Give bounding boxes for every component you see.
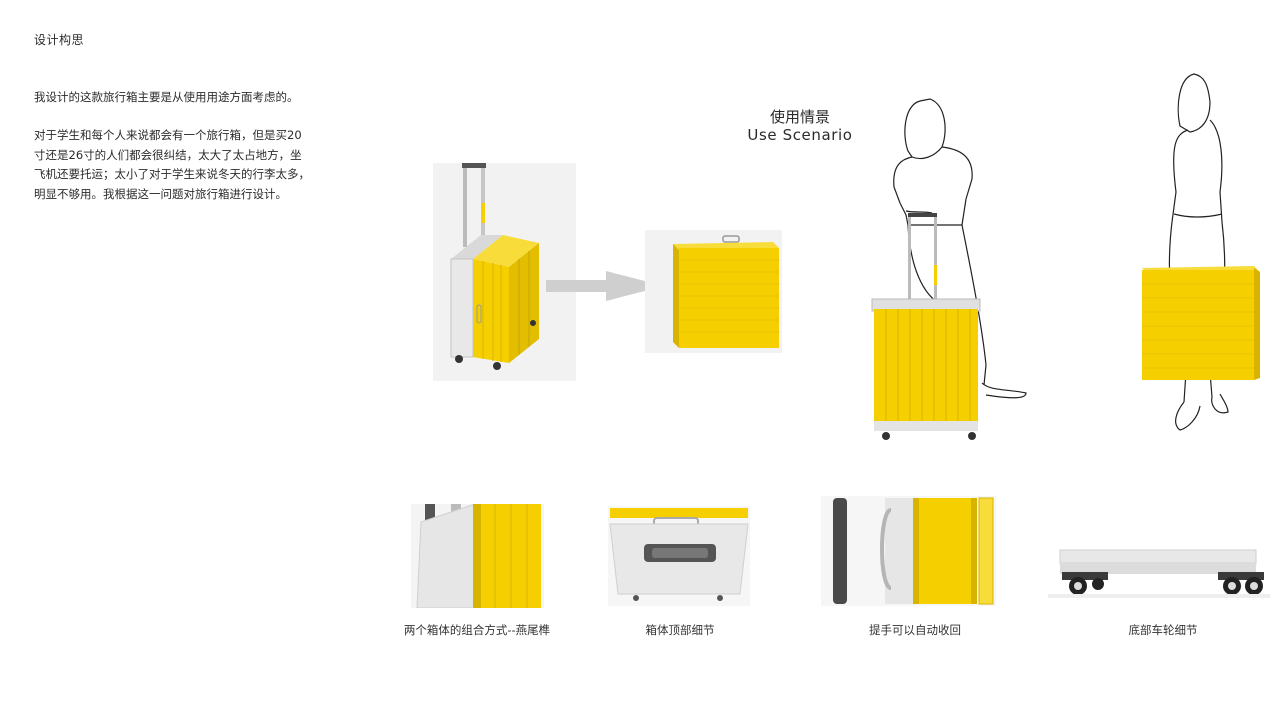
scenario-person-rolling (862, 95, 1032, 445)
scenario-title-en: Use Scenario (747, 126, 853, 144)
scenario-person-carrying (1136, 72, 1266, 442)
detail-caption: 箱体顶部细节 (645, 623, 715, 637)
detail-handle-render (821, 496, 996, 606)
page-heading: 设计构思 (34, 33, 85, 47)
detail-caption: 底部车轮细节 (1128, 623, 1198, 637)
detail-caption: 提手可以自动收回 (869, 623, 961, 637)
body-paragraph: 对于学生和每个人来说都会有一个旅行箱，但是买20 寸还是26寸的人们都会很纠结，… (34, 126, 344, 204)
detail-wheels-render (1048, 546, 1270, 602)
body-line: 飞机还要托运；太小了对于学生来说冬天的行李太多， (34, 167, 310, 181)
combined-suitcase-render (433, 163, 576, 381)
single-case-render (645, 230, 782, 353)
body-line: 明显不够用。我根据这一问题对旅行箱进行设计。 (34, 186, 287, 201)
scenario-title-zh: 使用情景 (769, 108, 830, 126)
body-line: 对于学生和每个人来说都会有一个旅行箱，但是买20 (34, 128, 302, 142)
arrow-right-icon (546, 271, 664, 301)
intro-paragraph: 我设计的这款旅行箱主要是从使用用途方面考虑的。 (34, 90, 299, 104)
body-line: 寸还是26寸的人们都会很纠结，太大了太占地方，坐 (34, 147, 302, 162)
detail-dovetail-render (411, 503, 544, 609)
detail-top-render (608, 506, 750, 606)
detail-caption: 两个箱体的组合方式--燕尾榫 (403, 623, 551, 637)
